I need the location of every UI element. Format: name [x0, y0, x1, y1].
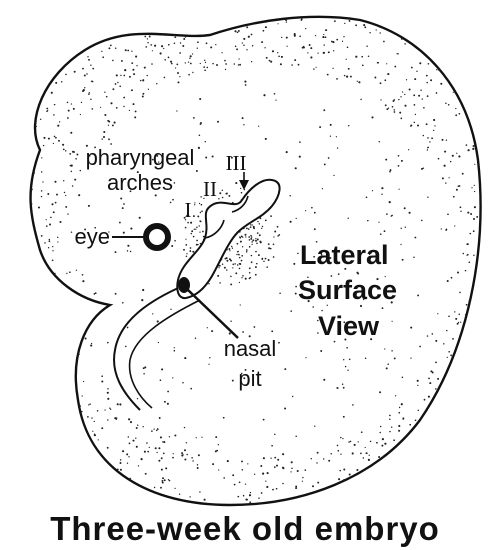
- pharyngeal-label-line2: arches: [107, 170, 173, 195]
- arch-label-ii: II: [203, 177, 217, 201]
- view-label-line3: View: [318, 311, 380, 341]
- nasal-label-line1: nasal: [224, 336, 277, 361]
- view-label-line1: Lateral: [300, 240, 389, 270]
- pharyngeal-label-line1: pharyngeal: [86, 145, 195, 170]
- nasal-label-line2: pit: [238, 366, 261, 391]
- embryo-outline: [31, 17, 481, 505]
- view-label-line2: Surface: [298, 275, 397, 305]
- arch-label-i: I: [185, 198, 192, 222]
- eye-label: eye: [75, 224, 110, 249]
- eye-marker: [146, 226, 168, 248]
- figure-caption: Three-week old embryo: [50, 510, 440, 547]
- arch-label-iii: III: [226, 151, 247, 175]
